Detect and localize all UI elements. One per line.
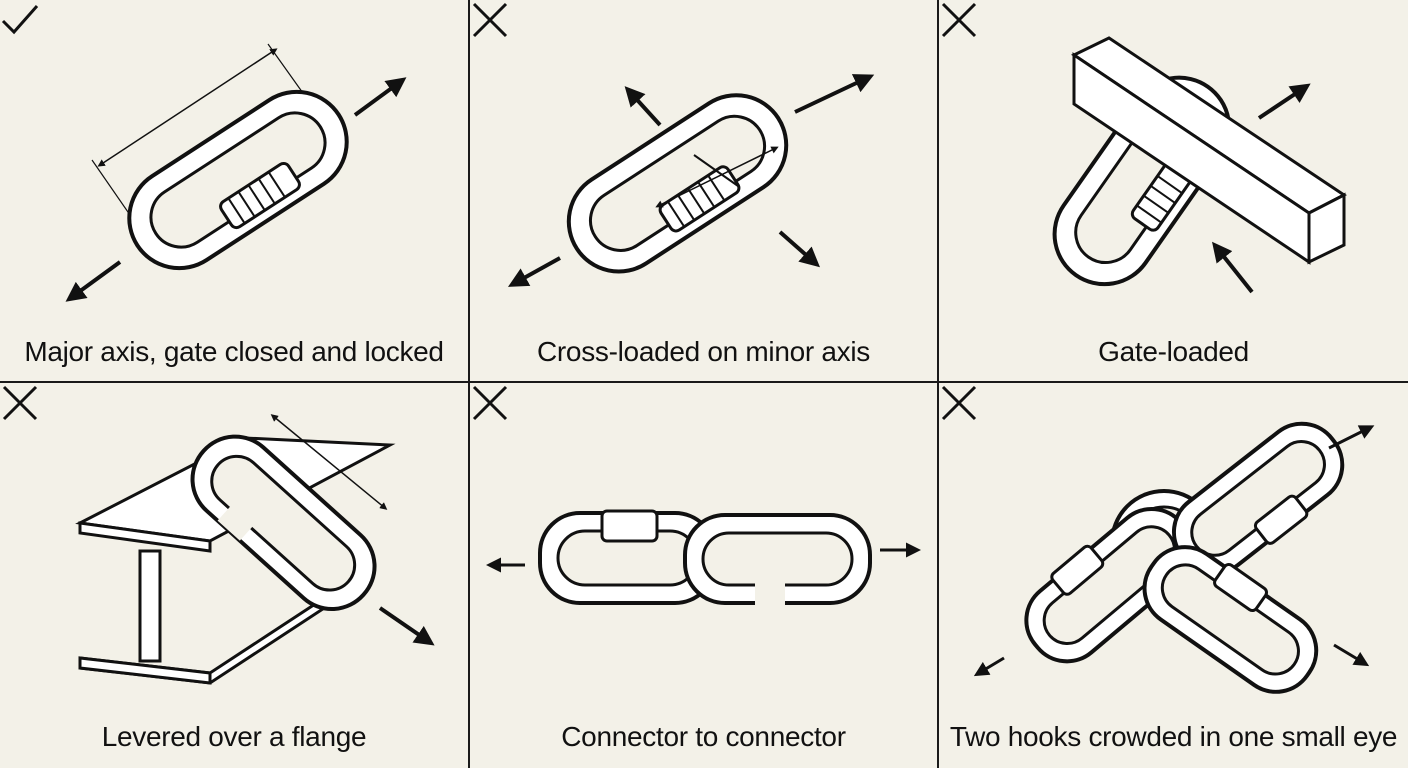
load-arrow	[65, 260, 122, 302]
load-arrow	[794, 74, 875, 114]
load-arrow	[508, 256, 561, 287]
panel-cross-loaded: Cross-loaded on minor axis	[470, 0, 939, 383]
locking-sleeve	[219, 161, 301, 230]
beam	[1070, 36, 1347, 265]
load-arrow	[973, 656, 1005, 677]
carabiner-right	[683, 513, 872, 607]
cross-icon	[941, 385, 977, 421]
panel-caption: Two hooks crowded in one small eye	[949, 721, 1398, 752]
panel-caption: Connector to connector	[561, 721, 846, 752]
carabiner	[190, 434, 377, 612]
load-arrow	[1333, 643, 1370, 667]
load-arrow	[353, 77, 407, 117]
panel-caption: Levered over a flange	[101, 721, 367, 752]
cross-loaded-carabiner-illustration	[508, 74, 875, 287]
panel-caption: Gate-loaded	[1098, 336, 1249, 367]
length-dimension-line	[97, 48, 278, 167]
connector-to-connector-illustration	[486, 509, 921, 607]
panel-caption: Cross-loaded on minor axis	[536, 336, 870, 367]
crowded-eye-illustration	[973, 421, 1375, 694]
correct-carabiner-illustration	[65, 43, 407, 302]
carabiner	[566, 93, 789, 274]
levered-carabiner-illustration	[75, 414, 435, 685]
panel-major-axis: Major axis, gate closed and locked	[0, 0, 470, 383]
load-arrow	[1257, 83, 1311, 120]
panel-levered-flange: Levered over a flange	[0, 383, 470, 768]
load-arrow	[624, 86, 662, 127]
cross-icon	[941, 2, 977, 38]
cross-icon	[472, 2, 508, 38]
carabiner	[127, 89, 349, 271]
load-arrow	[1212, 241, 1254, 294]
cross-icon	[472, 385, 508, 421]
load-arrow	[378, 606, 435, 646]
load-arrow	[1328, 425, 1375, 450]
cross-icon	[2, 385, 38, 421]
carabiner	[1142, 545, 1319, 694]
panel-gate-loaded: Gate-loaded	[939, 0, 1408, 383]
check-icon	[1, 5, 39, 35]
panel-two-hooks-one-eye: Two hooks crowded in one small eye	[939, 383, 1408, 768]
gate-loaded-carabiner-illustration	[1052, 36, 1347, 294]
carabiner-left	[538, 509, 717, 605]
panel-connector-to-connector: Connector to connector	[470, 383, 939, 768]
carabiner	[1171, 421, 1345, 576]
length-dimension-line	[270, 414, 388, 510]
load-arrow	[778, 230, 820, 268]
panel-caption: Major axis, gate closed and locked	[24, 336, 444, 367]
